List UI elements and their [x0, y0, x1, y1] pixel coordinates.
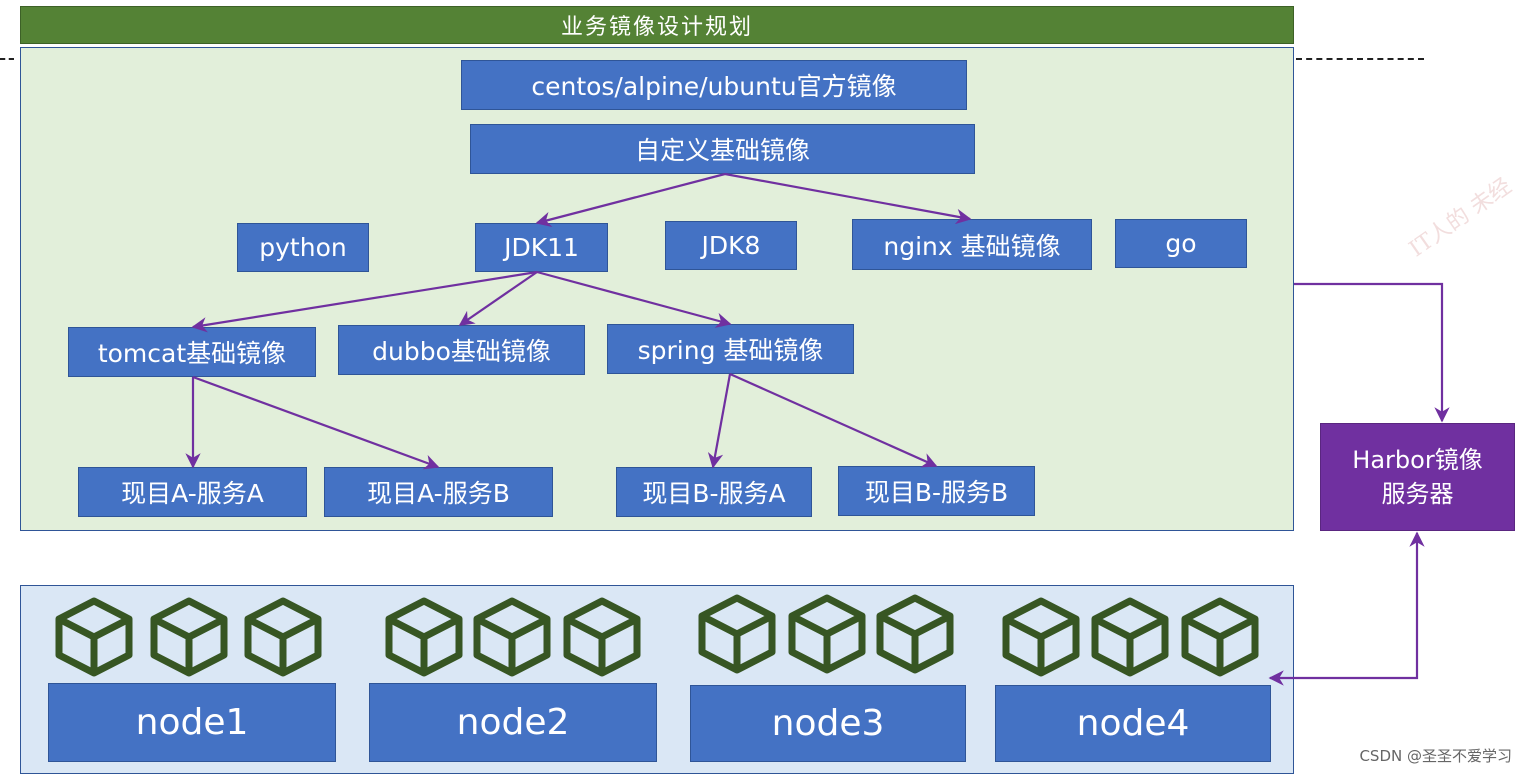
harbor-label-line2: 服务器 — [1381, 480, 1454, 508]
page-title: 业务镜像设计规划 — [20, 6, 1294, 44]
node-box-2: node2 — [369, 683, 657, 762]
spring-base-image-box: spring 基础镜像 — [607, 324, 854, 374]
harbor-label-line1: Harbor镜像 — [1352, 446, 1483, 474]
project-b-service-a-box: 现目B-服务A — [616, 467, 812, 517]
go-box: go — [1115, 219, 1247, 268]
arrow-spring-to-b-svc-b — [729, 372, 938, 468]
arrow-jdk11-to-dubbo — [458, 271, 538, 326]
node-box-4: node4 — [995, 685, 1271, 762]
harbor-registry-box: Harbor镜像 服务器 — [1320, 423, 1515, 531]
arrow-panel-to-harbor — [1294, 282, 1450, 423]
arrow-custom-to-nginx — [724, 172, 972, 225]
dubbo-base-image-box: dubbo基础镜像 — [338, 325, 585, 375]
arrow-custom-to-jdk11 — [535, 172, 726, 227]
dashed-divider-left — [0, 58, 14, 60]
dashed-divider-right — [1296, 58, 1424, 60]
python-box: python — [237, 223, 369, 272]
arrow-jdk11-to-spring — [536, 270, 732, 328]
jdk11-box: JDK11 — [475, 223, 608, 272]
node-box-1: node1 — [48, 683, 336, 762]
source-credit: CSDN @圣圣不爱学习 — [1359, 747, 1512, 765]
arrow-jdk11-to-tomcat — [191, 270, 538, 333]
os-base-image-box: centos/alpine/ubuntu官方镜像 — [461, 60, 967, 110]
arrow-spring-to-b-svc-a — [707, 373, 732, 469]
nginx-base-image-box: nginx 基础镜像 — [852, 219, 1092, 270]
jdk8-box: JDK8 — [665, 221, 797, 270]
arrow-tomcat-to-a-svc-b — [192, 375, 440, 470]
node-box-3: node3 — [690, 685, 966, 762]
custom-base-image-box: 自定义基础镜像 — [470, 124, 975, 174]
project-a-service-b-box: 现目A-服务B — [324, 467, 553, 517]
tomcat-base-image-box: tomcat基础镜像 — [68, 327, 316, 377]
arrow-harbor-nodes-bidirectional — [1268, 531, 1425, 686]
